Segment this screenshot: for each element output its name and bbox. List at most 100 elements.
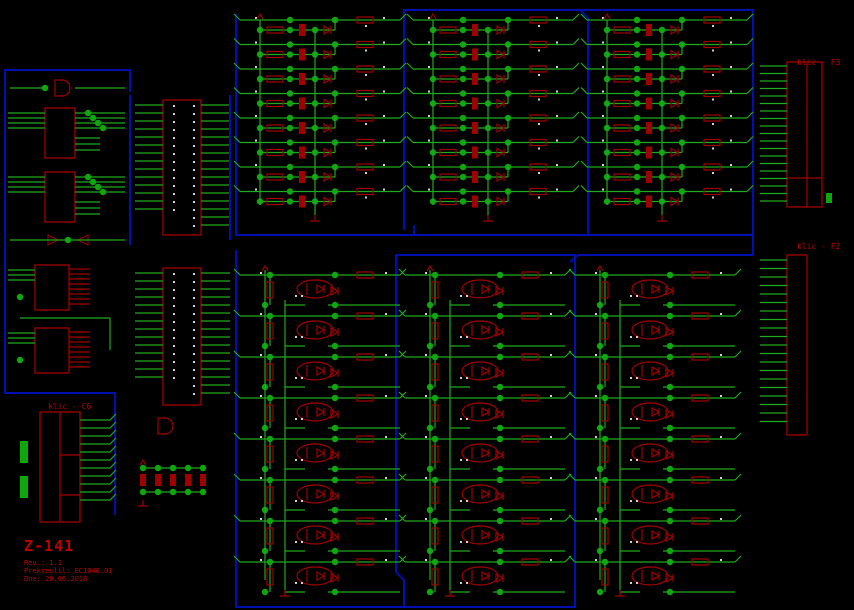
junction-dot: [286, 26, 294, 34]
pin-label: [193, 297, 195, 299]
resistor: [703, 16, 721, 24]
junction-dot: [601, 312, 609, 320]
pin-label: [425, 436, 427, 438]
junction-dot: [286, 173, 294, 181]
resistor: [356, 40, 374, 49]
title-date: Dne: 20.06.2018: [24, 575, 88, 583]
pin-label: [425, 559, 427, 561]
diode-icon: [316, 365, 326, 377]
pin-label: [173, 361, 175, 363]
diode-icon: [481, 529, 491, 541]
junction-dot: [331, 588, 339, 596]
bus-entry: [109, 477, 117, 485]
pin-label: [173, 305, 175, 307]
pin-label: [466, 541, 468, 543]
junction-dot: [266, 312, 274, 320]
junction-dot: [459, 198, 467, 205]
junction-dot: [286, 139, 294, 146]
diode-icon: [670, 147, 680, 158]
diode-icon: [330, 449, 340, 461]
pin-label: [365, 74, 367, 76]
resistor: [356, 163, 374, 171]
resistor: [521, 517, 539, 525]
pin-label: [720, 395, 722, 397]
junction-dot: [84, 173, 92, 181]
pin-label: [636, 377, 638, 379]
junction-dot: [331, 394, 339, 402]
junction-dot: [666, 588, 674, 596]
junction-dot: [331, 465, 339, 473]
diode-icon: [316, 488, 326, 500]
diode-icon: [496, 196, 506, 207]
pin-label: [260, 477, 262, 479]
vcc-icon: [139, 458, 147, 466]
bus-entry: [399, 136, 407, 143]
diode-icon: [316, 447, 326, 459]
diode-icon: [496, 171, 506, 183]
bus-entry: [734, 350, 742, 358]
junction-dot: [496, 312, 504, 320]
junction-dot: [139, 488, 147, 496]
capacitor: [299, 122, 305, 134]
diode-icon: [481, 570, 491, 582]
diode-icon: [665, 449, 675, 461]
resistor: [439, 124, 457, 132]
resistor: [266, 322, 274, 340]
pin-label: [255, 41, 257, 44]
resistor: [703, 114, 721, 122]
diode-icon: [316, 324, 326, 336]
pin-label: [301, 500, 303, 502]
pin-label: [260, 436, 262, 438]
pin-label: [193, 145, 195, 147]
diode-icon: [670, 171, 680, 183]
junction-dot: [459, 173, 467, 181]
ic-chip: [786, 254, 808, 436]
vcc-icon: [429, 12, 437, 20]
bus-entry: [568, 350, 576, 358]
pin-label: [428, 41, 430, 44]
junction-dot: [459, 100, 467, 107]
bus-entry: [734, 309, 742, 317]
pin-label: [630, 295, 632, 297]
pin-label: [193, 121, 195, 123]
resistor: [356, 558, 374, 566]
pin-label: [193, 193, 195, 195]
pin-label: [460, 500, 462, 502]
pin-label: [295, 541, 297, 543]
junction-dot: [426, 588, 434, 596]
bus-entry: [399, 38, 407, 45]
resistor: [431, 527, 439, 545]
resistor: [266, 124, 284, 132]
resistor: [691, 353, 709, 361]
junction-dot: [666, 424, 674, 432]
capacitor: [472, 97, 478, 110]
junction-dot: [266, 271, 274, 279]
optocoupler: [631, 361, 669, 381]
diode-icon: [651, 488, 661, 500]
pin-label: [193, 201, 195, 203]
resistor: [529, 187, 547, 196]
bus-entry: [399, 62, 407, 70]
diode-icon: [651, 283, 661, 295]
diode-icon: [496, 147, 506, 158]
bus-entry: [580, 160, 588, 168]
resistor: [691, 312, 709, 320]
bus-entry: [233, 160, 241, 168]
resistor: [266, 99, 284, 108]
optocoupler: [631, 320, 669, 340]
junction-dot: [633, 41, 641, 48]
capacitor: [299, 48, 305, 61]
connector-label-f2: klic - F2: [797, 242, 841, 251]
junction-dot: [286, 114, 294, 122]
pin-label: [193, 129, 195, 131]
pin-label: [538, 196, 540, 199]
pin-label: [720, 313, 722, 315]
resistor: [691, 435, 709, 443]
bus-entry: [398, 514, 406, 522]
junction-dot: [666, 301, 674, 309]
vcc-icon: [603, 12, 611, 20]
junction-dot: [666, 435, 674, 443]
resistor: [356, 271, 374, 279]
junction-dot: [286, 124, 294, 132]
pin-label: [173, 345, 175, 347]
